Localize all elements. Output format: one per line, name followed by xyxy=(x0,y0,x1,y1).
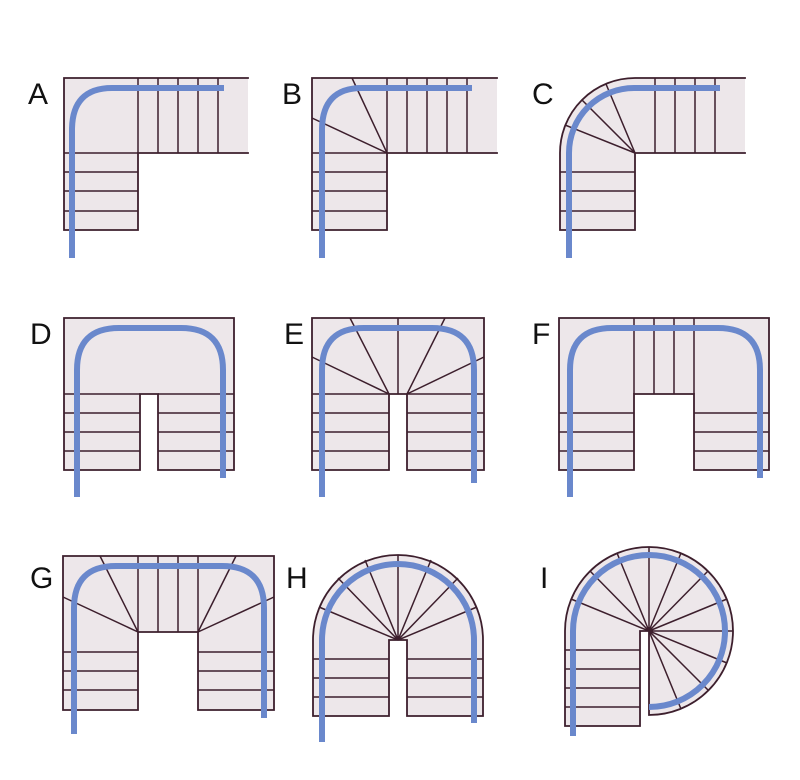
walk-line-g xyxy=(71,563,267,734)
treads-c xyxy=(560,78,716,212)
treads-h xyxy=(313,555,483,698)
stair-plan-a xyxy=(64,78,248,230)
panel-b: B xyxy=(282,77,498,258)
panel-g: G xyxy=(30,555,275,734)
treads-a xyxy=(64,78,219,212)
stair-plan-g xyxy=(63,556,274,710)
panel-label-d: D xyxy=(30,318,52,351)
stair-plan-b xyxy=(312,78,497,230)
panel-label-g: G xyxy=(30,562,53,595)
walk-line-f xyxy=(567,325,763,497)
walk-line-b xyxy=(319,85,472,258)
stair-outline-a xyxy=(63,77,249,231)
panel-i: I xyxy=(540,546,734,736)
stair-outline-h xyxy=(312,554,484,717)
panel-label-i: I xyxy=(540,562,548,595)
panel-label-a: A xyxy=(28,78,48,111)
treads-e xyxy=(311,317,485,452)
panel-e: E xyxy=(284,317,485,497)
panel-label-f: F xyxy=(532,318,550,351)
walk-line-d xyxy=(74,325,226,497)
panel-c: C xyxy=(532,77,746,258)
walk-line-i xyxy=(570,552,728,736)
panel-label-h: H xyxy=(286,562,308,595)
panel-label-b: B xyxy=(282,78,302,111)
stair-outline-b xyxy=(311,77,498,231)
walk-line-c xyxy=(566,85,720,258)
treads-b xyxy=(311,77,468,212)
walk-line-a xyxy=(69,85,224,258)
panel-d: D xyxy=(30,317,235,497)
stair-outline-c xyxy=(559,77,746,231)
walk-line-e xyxy=(319,325,477,497)
panel-label-e: E xyxy=(284,318,304,351)
walk-line-h xyxy=(319,561,477,742)
treads-i xyxy=(565,547,733,710)
treads-d xyxy=(64,393,234,452)
panel-f: F xyxy=(532,317,770,497)
panel-h: H xyxy=(286,554,484,742)
stair-plan-c xyxy=(560,78,745,230)
panel-label-c: C xyxy=(532,78,554,111)
panel-a: A xyxy=(28,77,249,258)
